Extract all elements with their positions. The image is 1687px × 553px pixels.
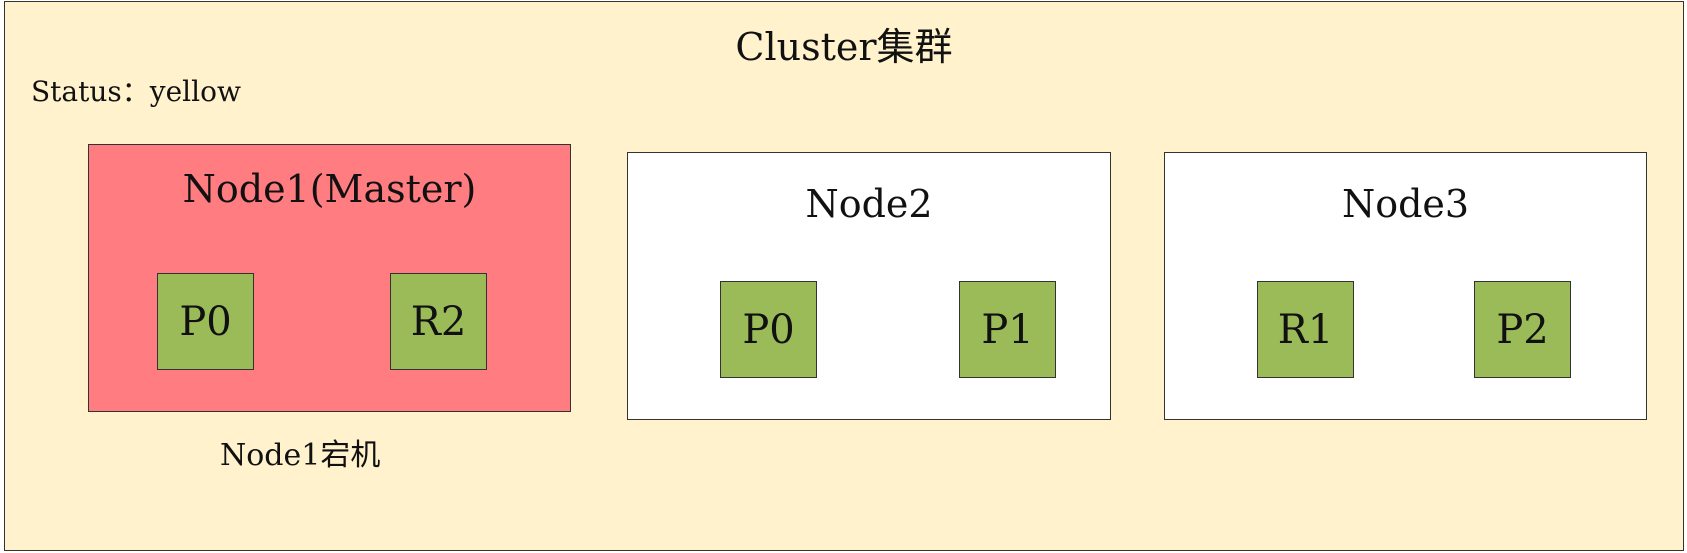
node3-title: Node3	[1341, 182, 1470, 226]
node2-shard-primary-0: P0	[720, 281, 817, 378]
node1-box: Node1(Master) P0 R2	[88, 144, 571, 412]
node3-shard-replica-1: R1	[1257, 281, 1354, 378]
node1-shard-primary-0: P0	[157, 273, 254, 370]
node1-shard-replica-2: R2	[390, 273, 487, 370]
node1-title: Node1(Master)	[182, 167, 477, 211]
cluster-title: Cluster集群	[735, 25, 953, 69]
node2-box: Node2 P0 P1	[627, 152, 1111, 420]
node3-shard-primary-2: P2	[1474, 281, 1571, 378]
node3-box: Node3 R1 P2	[1164, 152, 1647, 420]
cluster-status: Status：yellow	[31, 75, 241, 108]
node2-shard-primary-1: P1	[959, 281, 1056, 378]
node1-failure-note: Node1宕机	[220, 438, 381, 473]
node2-title: Node2	[805, 182, 933, 226]
